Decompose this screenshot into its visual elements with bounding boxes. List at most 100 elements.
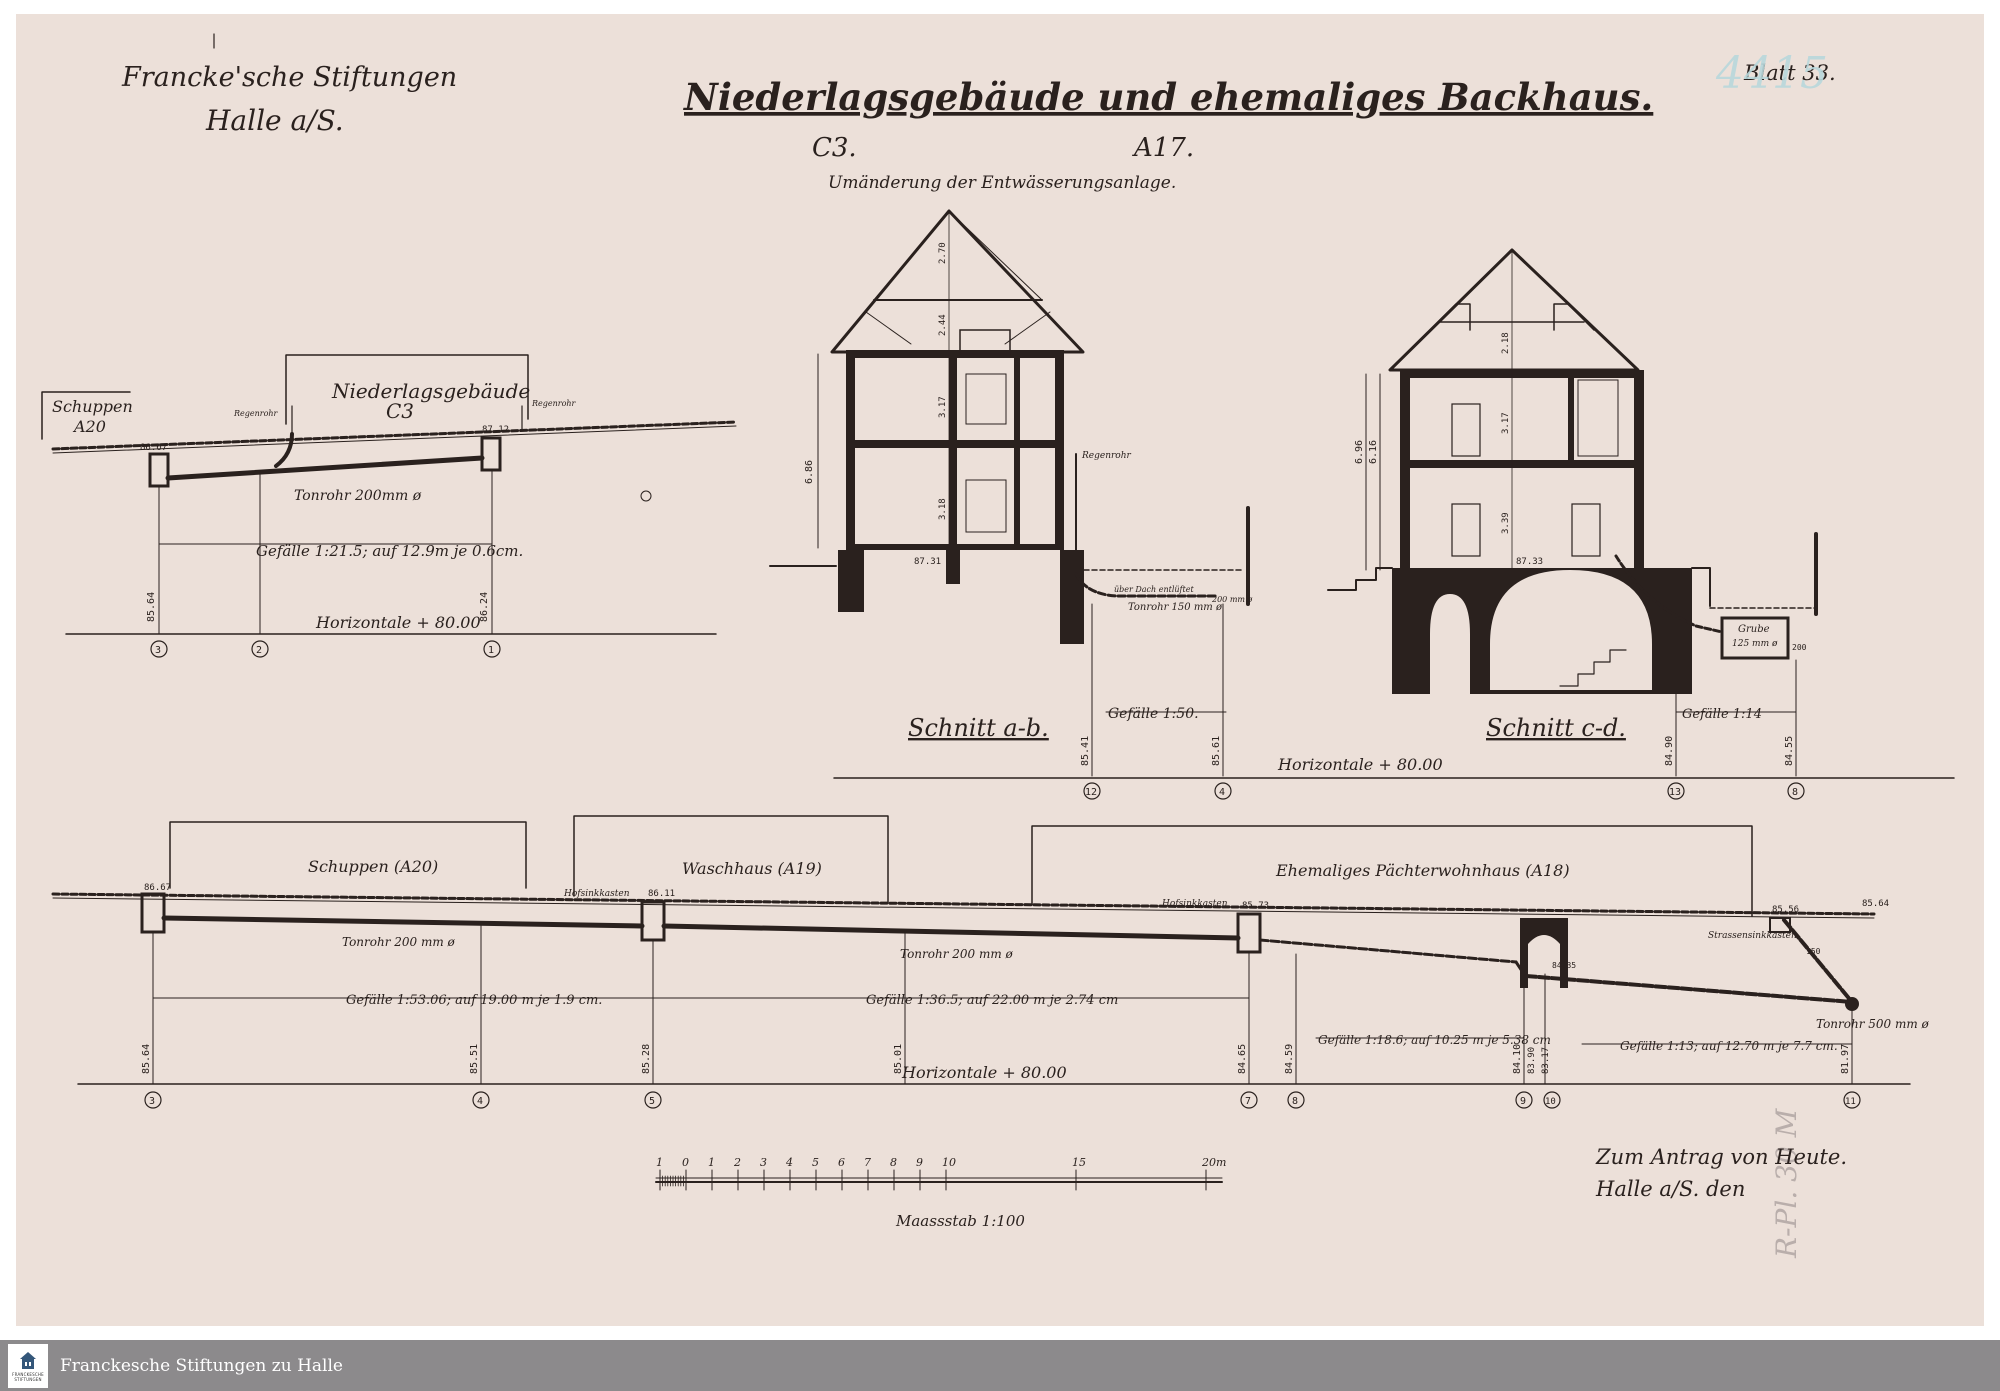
invert-5: 84.65 (1237, 1044, 1248, 1074)
bottom-station-10: 10 (1545, 1097, 1556, 1107)
bottom-profile: Schuppen (A20) Waschhaus (A19) Ehemalige… (51, 815, 1930, 1109)
scale-tick-label: 10 (942, 1156, 956, 1169)
ab-vent-note: über Dach entlüftet (1114, 585, 1194, 594)
scale-tick-label: 20m (1201, 1156, 1226, 1169)
header-institution: Francke'sche Stiftungen (121, 62, 457, 93)
downpipe-right-label: Regenrohr (531, 399, 577, 408)
invert-left: 85.64 (146, 592, 157, 622)
invert-1: 85.64 (141, 1044, 152, 1074)
ab-lower-height: 3.18 (938, 498, 948, 520)
ab-attic-height: 2.44 (938, 314, 948, 336)
slope-3-label: Gefälle 1:18.6; auf 10.25 m je 5.38 cm (1318, 1033, 1551, 1047)
bottom-station-8: 8 (1292, 1096, 1298, 1107)
section-cd: Grube 125 mm ø 200 6.96 6.16 2.18 3.17 3… (1327, 248, 1818, 800)
building-tenant-house: Ehemaliges Pächterwohnhaus (A18) (1275, 861, 1570, 880)
invert-6: 84.59 (1284, 1044, 1295, 1074)
slope-1-label: Gefälle 1:53.06; auf 19.00 m je 1.9 cm. (346, 993, 602, 1008)
top-left-profile: Schuppen A20 Niederlagsgebäude C3 Regenr… (41, 354, 738, 658)
signature-line-1: Zum Antrag von Heute. (1595, 1145, 1847, 1169)
cd-pit-label: Grube (1738, 624, 1770, 635)
scale-tick-label: 4 (785, 1156, 793, 1169)
scale-tick-label: 1 (656, 1156, 663, 1169)
logo-text-line-1: FRANCKESCHE (12, 1371, 44, 1377)
scale-tick-label: 15 (1072, 1156, 1086, 1169)
section-ab: Regenrohr über Dach entlüftet Tonrohr 15… (769, 209, 1253, 800)
scale-tick-label: 8 (890, 1156, 897, 1169)
invert-3: 85.28 (641, 1044, 652, 1074)
cd-cellar-height: 1.15 (1497, 618, 1507, 640)
scale-tick-label: 7 (864, 1156, 871, 1169)
ab-pipe-label: Tonrohr 150 mm ø (1128, 602, 1223, 613)
cd-lower-height: 3.39 (1501, 512, 1511, 534)
invert-2: 85.51 (469, 1044, 480, 1074)
box-label-2: Hofsinkkasten (1161, 899, 1228, 909)
ab-invert-left: 85.41 (1080, 736, 1091, 766)
building-label: Niederlagsgebäude (331, 379, 530, 403)
bottom-station-7: 7 (1245, 1096, 1251, 1107)
drawing-subtitle: Umänderung der Entwässerungsanlage. (828, 173, 1176, 193)
bottom-inlet-level: 84.35 (1552, 961, 1576, 970)
slope-4-label: Gefälle 1:13; auf 12.70 m je 7.7 cm. (1620, 1039, 1838, 1053)
invert-8: 83.90 (1527, 1047, 1537, 1074)
cd-pit-pipe: 125 mm ø (1732, 639, 1778, 649)
invert-7: 84.10 (1512, 1044, 1523, 1074)
scale-tick-label: 3 (760, 1156, 767, 1169)
cd-invert-left: 84.90 (1664, 736, 1675, 766)
scale-tick-label: 6 (838, 1156, 845, 1169)
drawing-title: Niederlagsgebäude und ehemaliges Backhau… (683, 75, 1653, 119)
ab-station-4: 4 (1219, 787, 1225, 798)
scale-tick-label: 0 (682, 1156, 689, 1169)
station-3: 3 (155, 645, 161, 656)
cd-pipe-end: 200 (1792, 643, 1807, 652)
ab-pipe-end: 200 mm ø (1211, 595, 1253, 604)
institution-logo[interactable]: FRANCKESCHE STIFTUNGEN (8, 1343, 48, 1388)
level-right: 87.12 (482, 425, 509, 435)
ab-slope-label: Gefälle 1:50. (1108, 706, 1199, 722)
cd-total-height-a: 6.96 (1354, 440, 1365, 464)
archive-pencil-mark: 4415 (1715, 48, 1828, 99)
box-label-1: Hofsinkkasten (563, 889, 630, 899)
section-ab-title: Schnitt a-b. (908, 714, 1049, 742)
bottom-station-9: 9 (1520, 1096, 1526, 1107)
cd-slope-label: Gefälle 1:14 (1682, 707, 1762, 722)
ab-station-12: 12 (1085, 787, 1097, 798)
ab-downpipe-label: Regenrohr (1081, 451, 1132, 461)
bottom-pipe-label-3: Tonrohr 500 mm ø (1816, 1017, 1930, 1031)
shed-label: Schuppen (52, 397, 133, 416)
building-code: C3 (386, 399, 414, 423)
level-left: 86.67 (140, 443, 167, 453)
bottom-pipe-label-1: Tonrohr 200 mm ø (342, 935, 456, 949)
title-code-a17: A17. (1132, 133, 1194, 163)
station-2: 2 (256, 645, 262, 656)
bottom-station-11: 11 (1845, 1097, 1856, 1107)
cd-attic-height: 2.18 (1501, 332, 1511, 354)
bottom-level-mid2: 85.73 (1242, 901, 1269, 911)
bottom-station-5: 5 (649, 1096, 655, 1107)
shed-code: A20 (72, 417, 106, 436)
bottom-pipe-label-2: Tonrohr 200 mm ø (900, 947, 1014, 961)
building-icon (20, 1351, 36, 1369)
bottom-level-right1: 85.56 (1772, 905, 1799, 915)
ab-upper-height: 3.17 (938, 396, 948, 418)
cd-invert-right: 84.55 (1784, 736, 1795, 766)
archive-stamp: R-Pl. 30 M (1770, 1107, 1803, 1259)
ab-roof-height: 2.70 (938, 242, 948, 264)
bottom-datum-label: Horizontale + 80.00 (901, 1063, 1067, 1082)
invert-4: 85.01 (893, 1044, 904, 1074)
drawing-sheet: Francke'sche Stiftungen Halle a/S. Niede… (16, 14, 1984, 1326)
footer-bar: FRANCKESCHE STIFTUNGEN Franckesche Stift… (0, 1340, 2000, 1391)
bottom-station-3: 3 (149, 1096, 155, 1107)
logo-text-line-2: STIFTUNGEN (14, 1376, 42, 1382)
pipe-label: Tonrohr 200mm ø (294, 488, 422, 504)
bottom-level-right2: 85.64 (1862, 899, 1889, 909)
sheet-number: Blatt 33. (1743, 61, 1836, 85)
slope-2-label: Gefälle 1:36.5; auf 22.00 m je 2.74 cm (866, 993, 1118, 1008)
ab-floor-level: 87.31 (914, 557, 941, 567)
invert-9: 83.17 (1541, 1047, 1551, 1074)
bottom-pipe-dia: 150 (1806, 947, 1821, 956)
ab-total-height: 6.86 (804, 460, 815, 484)
cd-station-13: 13 (1669, 787, 1681, 798)
scale-tick-label: 5 (812, 1156, 819, 1169)
station-1: 1 (488, 645, 494, 656)
